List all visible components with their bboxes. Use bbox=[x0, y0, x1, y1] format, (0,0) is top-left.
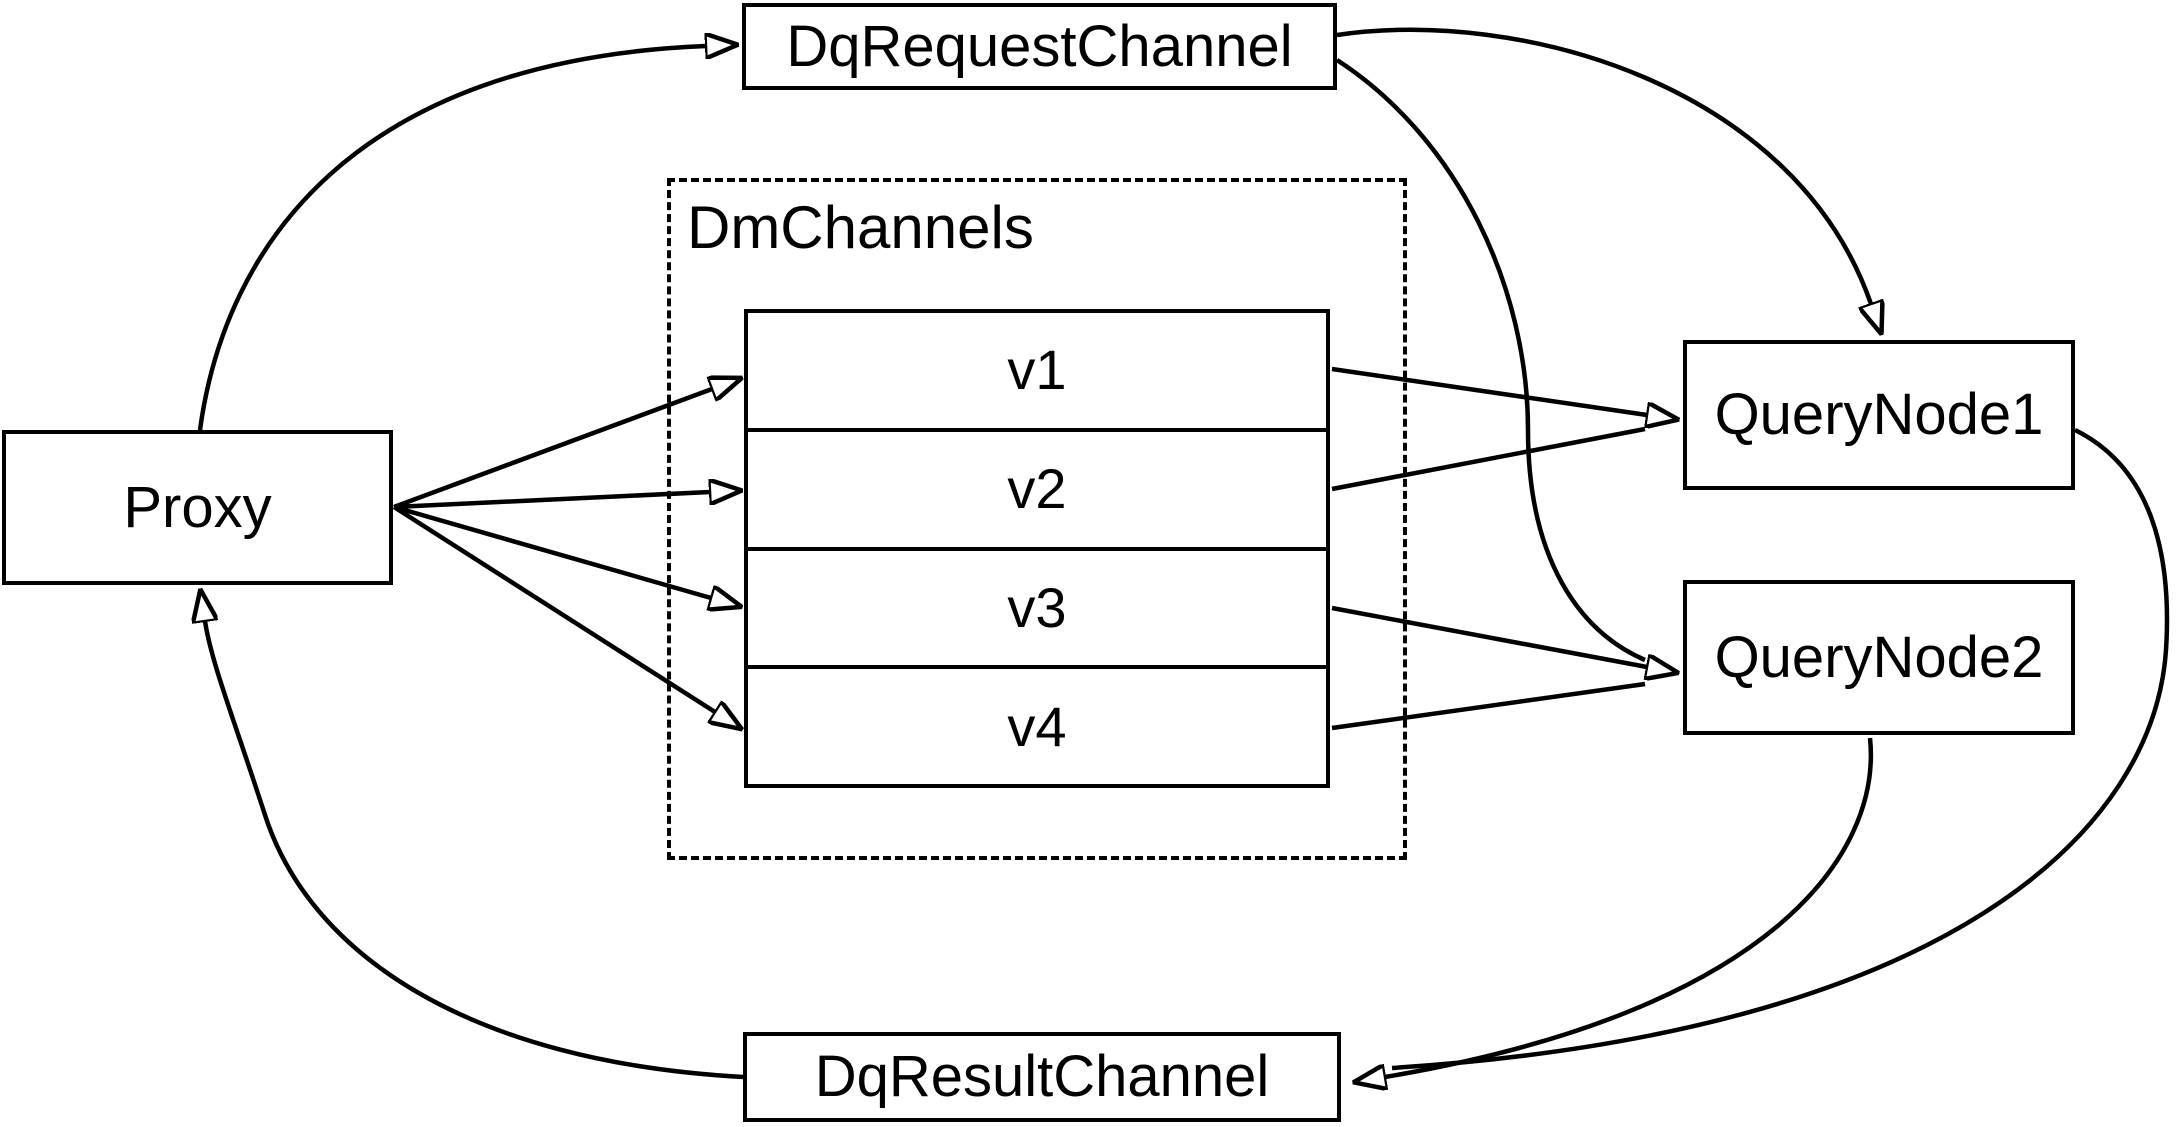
edge-proxy-to-v1 bbox=[393, 389, 712, 510]
edge-querynode2-to-dqresultchannel bbox=[1385, 737, 1874, 1077]
dm-channel-row-v1-label: v1 bbox=[1007, 338, 1067, 402]
node-proxy-label: Proxy bbox=[123, 474, 272, 540]
dmchannels-table: v1 v2 v3 v4 bbox=[744, 309, 1330, 788]
node-querynode1: QueryNode1 bbox=[1683, 340, 2075, 490]
dm-channel-row-v2-label: v2 bbox=[1007, 457, 1067, 521]
node-proxy: Proxy bbox=[2, 430, 393, 585]
node-dqresultchannel: DqResultChannel bbox=[743, 1032, 1341, 1122]
dm-channel-row-v3-label: v3 bbox=[1007, 575, 1067, 639]
node-dqrequestchannel: DqRequestChannel bbox=[742, 3, 1337, 90]
node-querynode1-label: QueryNode1 bbox=[1714, 382, 2044, 447]
edge-dqrequestchannel-to-querynode1 bbox=[1336, 27, 1871, 304]
edge-proxy-to-v3 bbox=[393, 504, 711, 598]
edge-proxy-to-v2 bbox=[393, 492, 710, 510]
dm-channel-row-v4: v4 bbox=[748, 665, 1326, 784]
edge-querynode1-to-dqresultchannel bbox=[1391, 427, 2170, 1071]
dmchannels-group-label: DmChannels bbox=[687, 194, 1034, 261]
node-querynode2: QueryNode2 bbox=[1683, 580, 2075, 735]
node-dqresultchannel-label: DqResultChannel bbox=[814, 1044, 1270, 1109]
dm-channel-row-v2: v2 bbox=[748, 427, 1326, 547]
edge-dqresultchannel-to-proxy bbox=[205, 621, 744, 1080]
dm-channel-row-v1: v1 bbox=[748, 313, 1326, 428]
edge-proxy-to-dqrequestchannel bbox=[197, 46, 706, 431]
node-dqrequestchannel-label: DqRequestChannel bbox=[786, 13, 1293, 79]
node-querynode2-label: QueryNode2 bbox=[1714, 624, 2044, 690]
dm-channel-row-v3: v3 bbox=[748, 546, 1326, 666]
dm-channel-row-v4-label: v4 bbox=[1007, 694, 1067, 758]
